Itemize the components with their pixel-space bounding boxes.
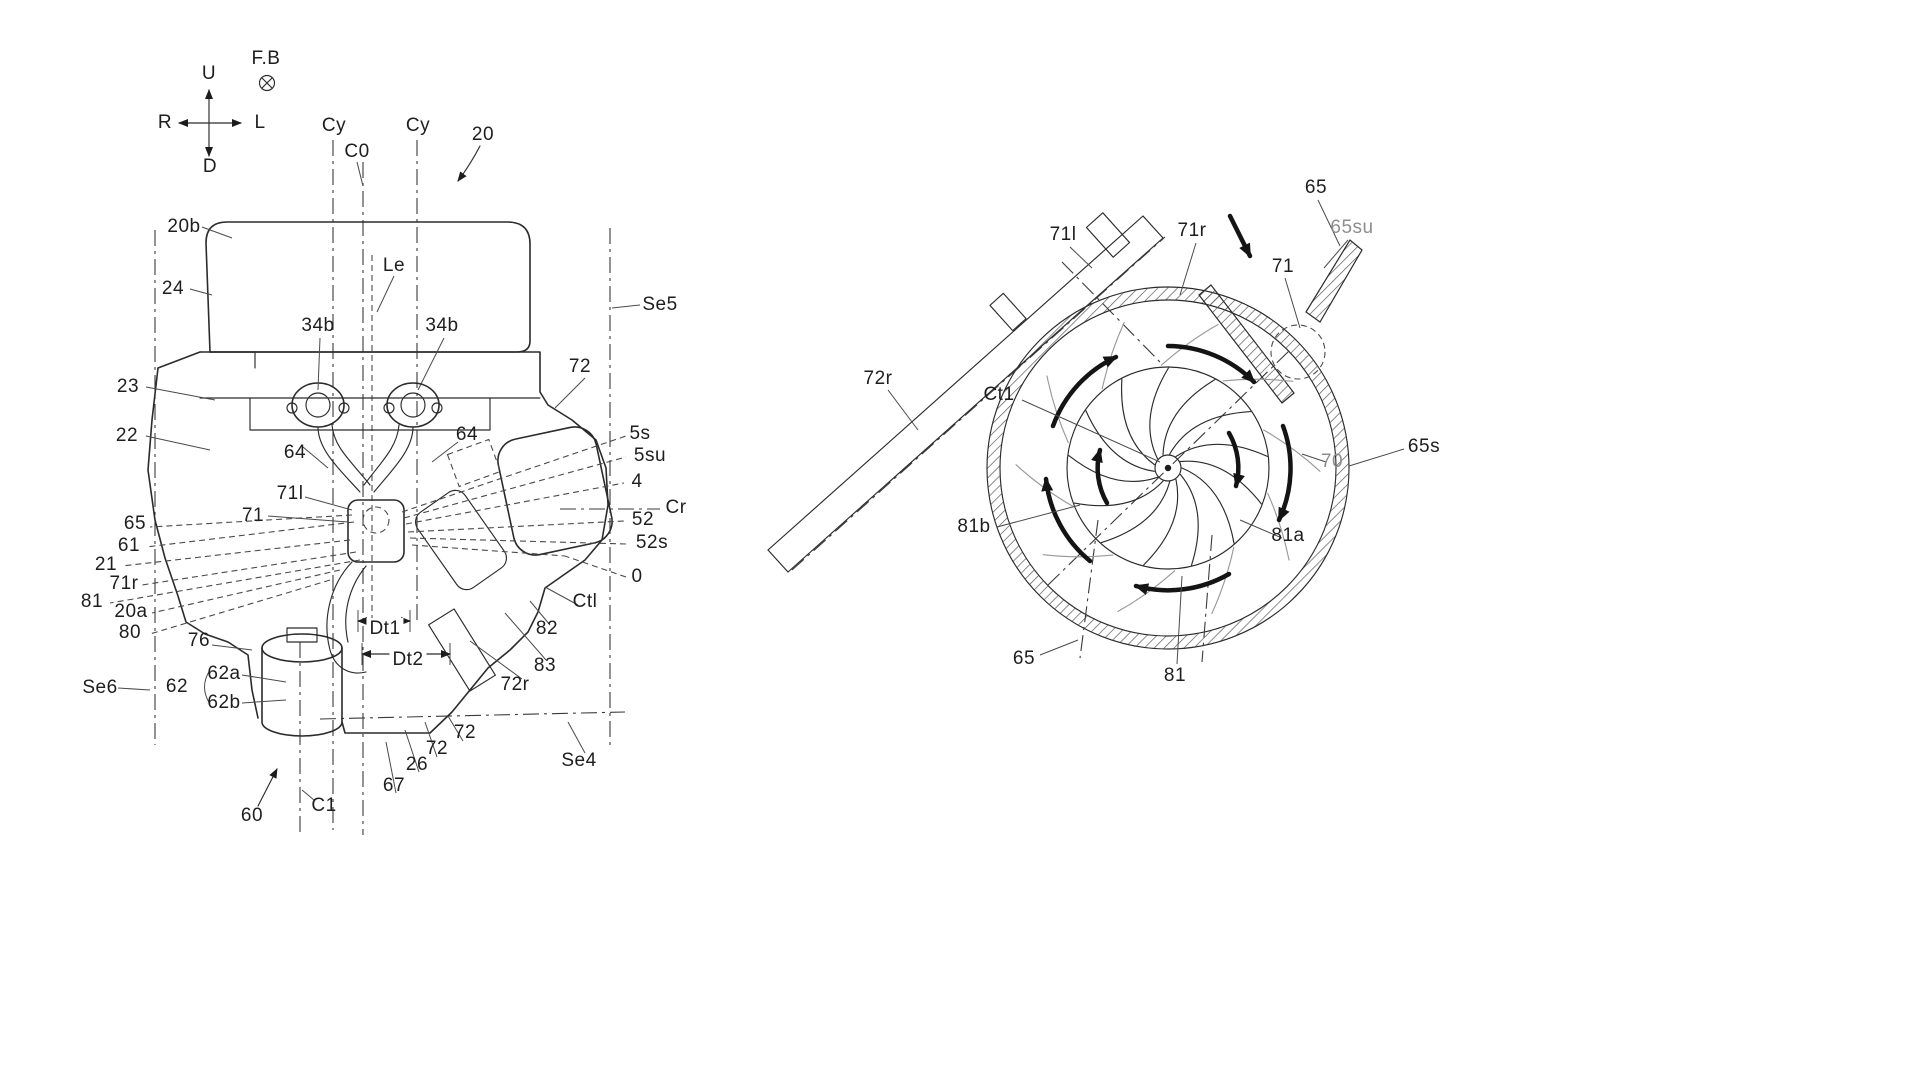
engine-leader-lines (117, 161, 641, 801)
fan-blade (1179, 460, 1262, 505)
fan-blade (1068, 454, 1159, 483)
cylindrical-component (261, 627, 343, 737)
hidden-detail-lines (109, 435, 627, 635)
into-page-symbol (258, 74, 276, 92)
orientation-compass (178, 74, 276, 157)
fan-blade (1121, 378, 1155, 466)
airflow-streamline (1222, 378, 1294, 382)
fan-blade (1073, 480, 1164, 507)
airflow-streamline (1267, 492, 1290, 561)
right-side-units (414, 426, 613, 692)
pointer-arrows (257, 145, 481, 807)
fan-blade (1175, 443, 1268, 458)
fan-blade (1162, 379, 1216, 456)
airflow-streamline (1042, 554, 1114, 558)
volute-housing (986, 239, 1363, 650)
engine-block-outline (147, 351, 609, 734)
airflow-streamline (1160, 323, 1219, 366)
airflow-streamline (1015, 464, 1073, 507)
airflow-streamline (1046, 375, 1069, 444)
fan-blade (1179, 473, 1199, 566)
fan-blade (1149, 367, 1169, 460)
engine-centerlines (154, 140, 660, 835)
airflow-streamline (1263, 429, 1321, 472)
air-cleaner-box (205, 221, 531, 369)
fan-blade (1100, 481, 1171, 544)
rotation-arrows (1041, 213, 1293, 595)
airflow-streamline (1211, 546, 1235, 615)
engine-side-view-drawing (109, 74, 660, 835)
fan-blade (1169, 410, 1252, 455)
intake-funnels (286, 382, 443, 493)
fan-impeller (1015, 321, 1321, 615)
fan-blade (1143, 478, 1179, 566)
fan-leader-lines (887, 199, 1405, 665)
fan-sectional-view-drawing (767, 199, 1405, 665)
center-housing (326, 499, 405, 674)
airflow-streamline (1101, 321, 1125, 390)
fan-blade (1085, 410, 1155, 472)
inlet-duct (767, 212, 1166, 573)
fan-blade (1181, 467, 1235, 544)
